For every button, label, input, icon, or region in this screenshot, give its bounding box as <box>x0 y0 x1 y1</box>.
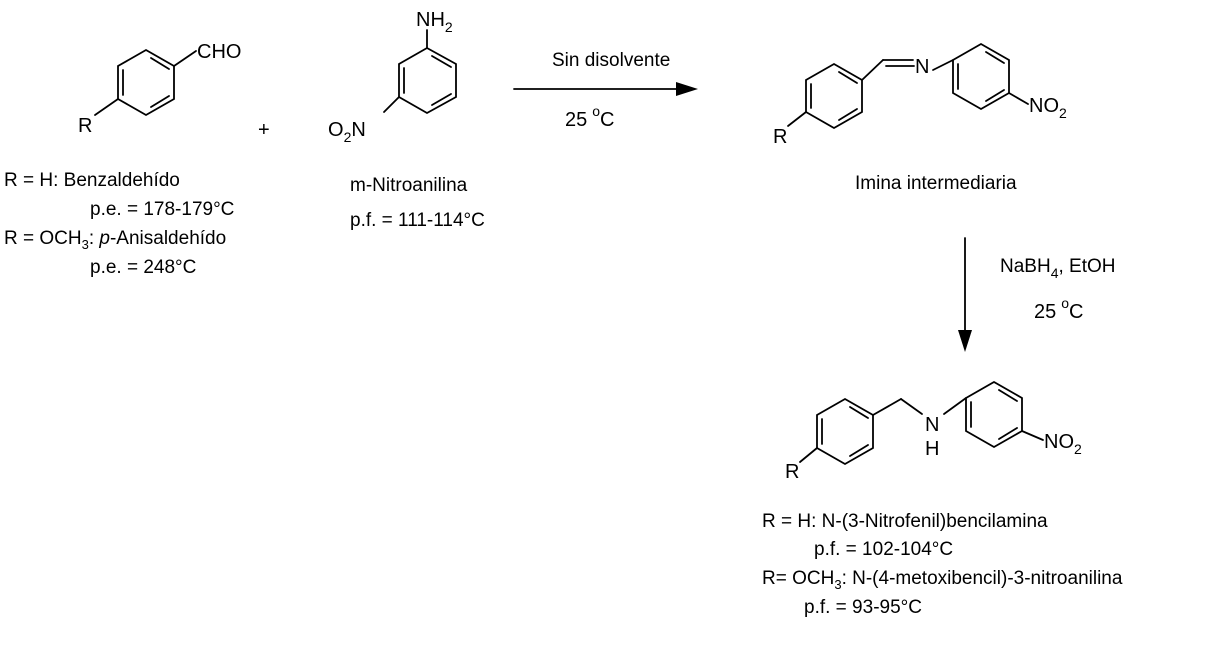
imine-no2-label: NO2 <box>1029 95 1067 121</box>
nh2-label: NH2 <box>416 9 453 35</box>
benzene-ring-right <box>965 380 1023 449</box>
reaction-arrow-2 <box>958 237 972 352</box>
amine-n-label: N <box>925 414 939 436</box>
benzaldehyde-structure: CHO R <box>78 41 241 137</box>
imine-structure: N NO2 R <box>773 42 1067 148</box>
benzene-ring-left <box>805 62 863 130</box>
benzene-ring <box>398 46 457 115</box>
m-nitroaniline-structure: NH2 O2N <box>328 9 457 145</box>
imine-name: Imina intermediaria <box>855 173 1017 194</box>
product-note-och3: R= OCH3: N-(4-metoxibencil)-3-nitroanili… <box>762 568 1123 592</box>
product-note-h-mp: p.f. = 102-104°C <box>814 539 953 560</box>
reactant1-note-bp1: p.e. = 178-179°C <box>90 199 234 220</box>
amine-no2-label: NO2 <box>1044 431 1082 457</box>
reactant1-note-och3: R = OCH3: p-Anisaldehído <box>4 228 226 252</box>
cho-label: CHO <box>197 41 241 63</box>
amine-structure: N H NO2 R <box>785 380 1082 483</box>
r-label: R <box>78 115 92 137</box>
product-note-h: R = H: N-(3-Nitrofenil)bencilamina <box>762 511 1048 532</box>
reaction-arrow-1 <box>513 82 698 96</box>
reactant1-note-h: R = H: Benzaldehído <box>4 170 180 191</box>
reactant1-note-bp2: p.e. = 248°C <box>90 257 196 278</box>
step2-reagent: NaBH4, EtOH <box>1000 256 1116 281</box>
product-note-och3-mp: p.f. = 93-95°C <box>804 597 922 618</box>
imine-r-label: R <box>773 126 787 148</box>
reactant2-mp: p.f. = 111-114°C <box>350 210 485 231</box>
benzene-ring-left <box>816 397 874 466</box>
reactant2-name: m-Nitroanilina <box>350 175 468 196</box>
step1-condition: Sin disolvente <box>552 50 670 71</box>
plus-sign: + <box>258 119 270 141</box>
amine-h-label: H <box>925 438 939 460</box>
amine-r-label: R <box>785 461 799 483</box>
imine-n-label: N <box>915 56 929 78</box>
benzene-ring <box>117 48 175 117</box>
benzene-ring-right <box>952 42 1010 111</box>
o2n-label: O2N <box>328 119 366 145</box>
